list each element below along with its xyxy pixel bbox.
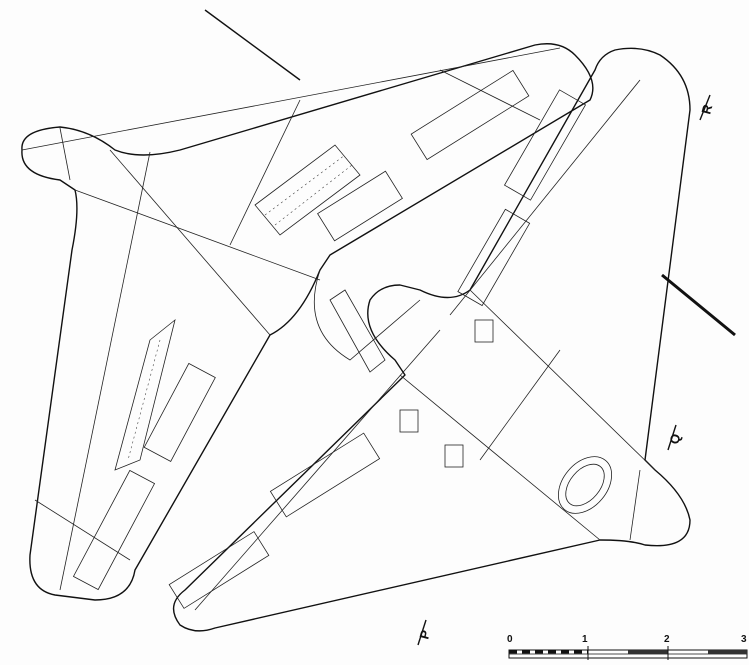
section-label-q: Q <box>666 424 684 451</box>
section-label-r: R <box>698 94 715 121</box>
section-label-p: P <box>416 619 433 646</box>
svg-text:R: R <box>698 102 715 116</box>
control-surfaces <box>72 69 530 591</box>
svg-text:Q: Q <box>666 432 683 446</box>
svg-text:2: 2 <box>664 634 670 645</box>
svg-text:0: 0 <box>507 634 513 645</box>
section-line-top <box>204 9 301 81</box>
scale-bar: 0 1 2 3 <box>507 634 748 660</box>
svg-text:1: 1 <box>582 634 588 645</box>
svg-text:3: 3 <box>741 634 747 645</box>
svg-text:P: P <box>416 628 433 641</box>
section-line-right <box>661 273 736 337</box>
lower-planform <box>168 47 691 632</box>
upper-planform <box>21 43 594 601</box>
control-surfaces <box>168 89 587 609</box>
